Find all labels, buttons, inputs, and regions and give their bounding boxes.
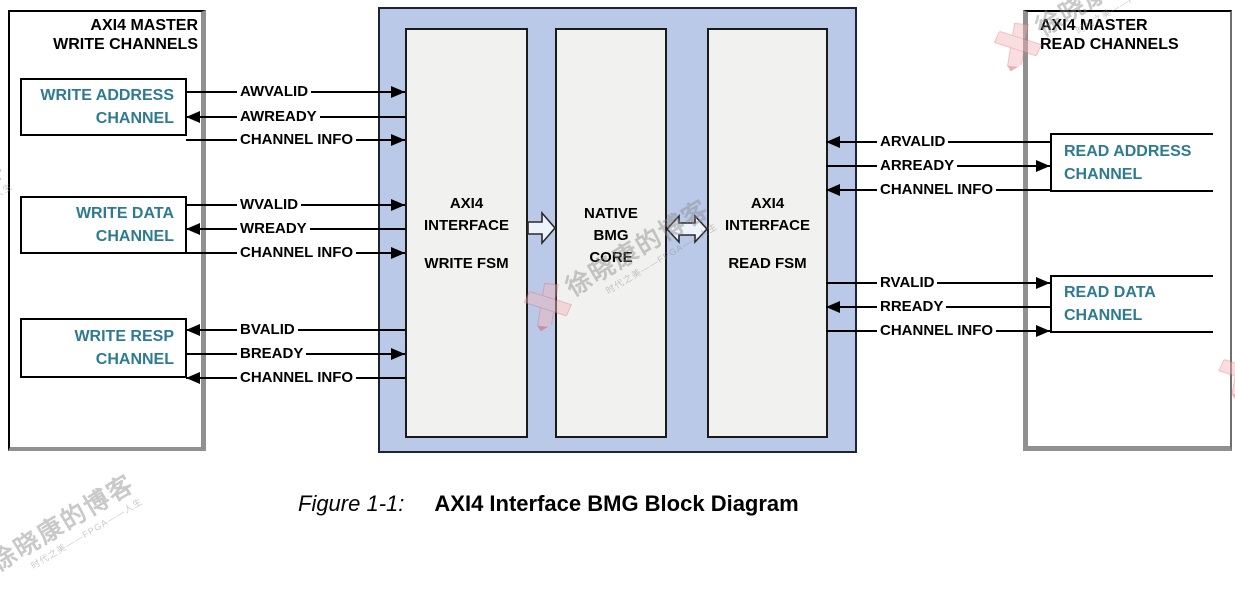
channel-label-line: CHANNEL	[1064, 304, 1213, 327]
signal-label-awready: AWREADY	[237, 107, 320, 126]
channel-label-line: WRITE RESP	[22, 325, 174, 348]
signal-arrowhead-icon	[826, 184, 840, 196]
channel-label-line: CHANNEL	[22, 107, 174, 130]
bmg-core-line1: NATIVE	[557, 203, 665, 225]
signal-arrowhead-icon	[186, 372, 200, 384]
signal-arrowhead-icon	[1036, 277, 1050, 289]
bmg-core-line2: BMG	[557, 225, 665, 247]
axi4-interface-write-fsm-block: AXI4 INTERFACE WRITE FSM	[405, 28, 528, 438]
channel-label-line: WRITE ADDRESS	[22, 84, 174, 107]
watermark-text: 徐晓康的博客时代之美——FPGA——人生	[0, 465, 146, 589]
signal-arrowhead-icon	[186, 324, 200, 336]
signal-arrowhead-icon	[1036, 160, 1050, 172]
signal-label-arready: ARREADY	[877, 156, 957, 175]
figure-caption-title: AXI4 Interface BMG Block Diagram	[434, 491, 798, 517]
channel-label-line: CHANNEL	[22, 348, 174, 371]
left-panel-title-line1: AXI4 MASTER	[8, 16, 198, 35]
left-panel-title: AXI4 MASTER WRITE CHANNELS	[8, 16, 198, 54]
signal-label-rvalid: RVALID	[877, 273, 937, 292]
channel-label-line: CHANNEL	[22, 225, 174, 248]
right-panel-title: AXI4 MASTER READ CHANNELS	[1040, 16, 1179, 54]
watermark-x-logo-icon	[0, 550, 4, 611]
signal-label-awvalid: AWVALID	[237, 82, 311, 101]
read-fsm-line2: INTERFACE	[709, 215, 826, 237]
read-fsm-sublabel: READ FSM	[709, 253, 826, 275]
write-fsm-line1: AXI4	[407, 193, 526, 215]
bmg-core-line3: CORE	[557, 247, 665, 269]
native-bmg-core-block: NATIVE BMG CORE	[555, 28, 667, 438]
figure-page: { "figure_caption": { "label": "Figure 1…	[0, 0, 1235, 529]
hollow-right-arrow-icon	[527, 211, 557, 245]
axi4-interface-read-fsm-block: AXI4 INTERFACE READ FSM	[707, 28, 828, 438]
watermark: 徐晓康的博客时代之美——FPGA——人生	[0, 465, 146, 612]
signal-label-channel-info: CHANNEL INFO	[237, 368, 356, 387]
signal-label-wvalid: WVALID	[237, 195, 301, 214]
left-panel-title-line2: WRITE CHANNELS	[8, 35, 198, 54]
right-panel-title-line2: READ CHANNELS	[1040, 35, 1179, 54]
signal-label-channel-info: CHANNEL INFO	[237, 243, 356, 262]
signal-arrowhead-icon	[826, 301, 840, 313]
axi4-master-read-channels-panel	[1023, 10, 1232, 451]
write-fsm-line2: INTERFACE	[407, 215, 526, 237]
signal-label-channel-info: CHANNEL INFO	[877, 180, 996, 199]
figure-caption: Figure 1-1: AXI4 Interface BMG Block Dia…	[298, 491, 799, 517]
signal-arrowhead-icon	[391, 247, 405, 259]
figure-caption-label: Figure 1-1:	[298, 491, 404, 517]
signal-label-channel-info: CHANNEL INFO	[877, 321, 996, 340]
write-fsm-sublabel: WRITE FSM	[407, 253, 526, 275]
signal-line	[826, 282, 1050, 284]
signal-arrowhead-icon	[186, 111, 200, 123]
channel-label-line: READ ADDRESS	[1064, 140, 1213, 163]
signal-label-wready: WREADY	[237, 219, 310, 238]
signal-arrowhead-icon	[391, 348, 405, 360]
hollow-double-arrow-icon	[665, 210, 709, 248]
channel-label-line: WRITE DATA	[22, 202, 174, 225]
signal-arrowhead-icon	[391, 86, 405, 98]
signal-label-rready: RREADY	[877, 297, 946, 316]
watermark-sub-text: 时代之美——FPGA——人生	[1, 494, 147, 589]
signal-arrowhead-icon	[1036, 325, 1050, 337]
read-fsm-line1: AXI4	[709, 193, 826, 215]
signal-label-channel-info: CHANNEL INFO	[237, 130, 356, 149]
signal-arrowhead-icon	[391, 199, 405, 211]
signal-arrowhead-icon	[391, 134, 405, 146]
watermark-main-text: 徐晓康的博客	[0, 465, 141, 579]
channel-label-line: READ DATA	[1064, 281, 1213, 304]
right-panel-title-line1: AXI4 MASTER	[1040, 16, 1179, 35]
signal-label-arvalid: ARVALID	[877, 132, 948, 151]
channel-label-line: CHANNEL	[1064, 163, 1213, 186]
signal-arrowhead-icon	[186, 223, 200, 235]
signal-label-bready: BREADY	[237, 344, 306, 363]
signal-label-bvalid: BVALID	[237, 320, 298, 339]
signal-arrowhead-icon	[826, 136, 840, 148]
